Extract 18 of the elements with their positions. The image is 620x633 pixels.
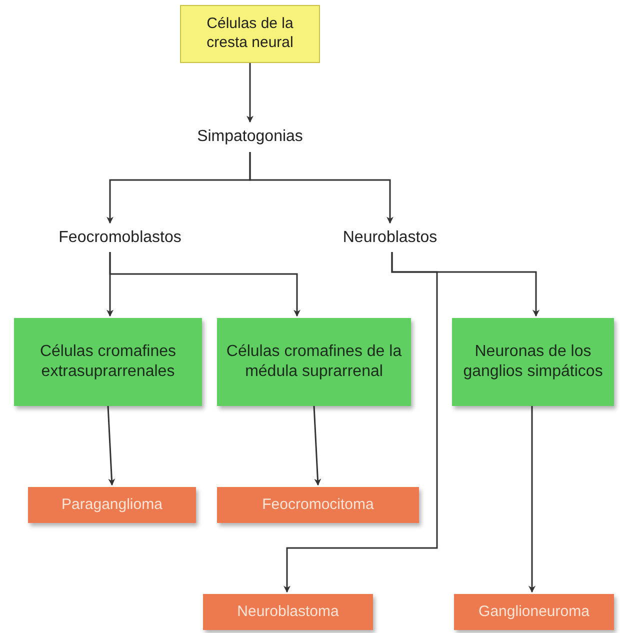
outcome-box: Paraganglioma bbox=[28, 487, 196, 523]
process-box: Células de la cresta neural bbox=[180, 5, 320, 63]
arrow bbox=[249, 152, 394, 224]
arrow bbox=[284, 252, 438, 593]
node-label: Feocromoblastos bbox=[35, 225, 205, 251]
arrow bbox=[313, 406, 322, 486]
node-label: Neuroblastos bbox=[325, 225, 455, 251]
outcome-box: Feocromocitoma bbox=[217, 487, 419, 523]
arrow bbox=[246, 63, 254, 123]
arrow bbox=[109, 252, 300, 317]
arrow bbox=[528, 406, 536, 593]
process-box: Neuronas de los ganglios simpáticos bbox=[452, 318, 614, 406]
node-label: Simpatogonias bbox=[180, 124, 320, 150]
outcome-box: Neuroblastoma bbox=[203, 594, 373, 630]
process-box: Células cromafines de la médula suprarrenal bbox=[217, 318, 411, 406]
process-box: Células cromafines extrasuprarrenales bbox=[14, 318, 202, 406]
outcome-box: Ganglioneuroma bbox=[454, 594, 614, 630]
arrow bbox=[107, 406, 116, 486]
